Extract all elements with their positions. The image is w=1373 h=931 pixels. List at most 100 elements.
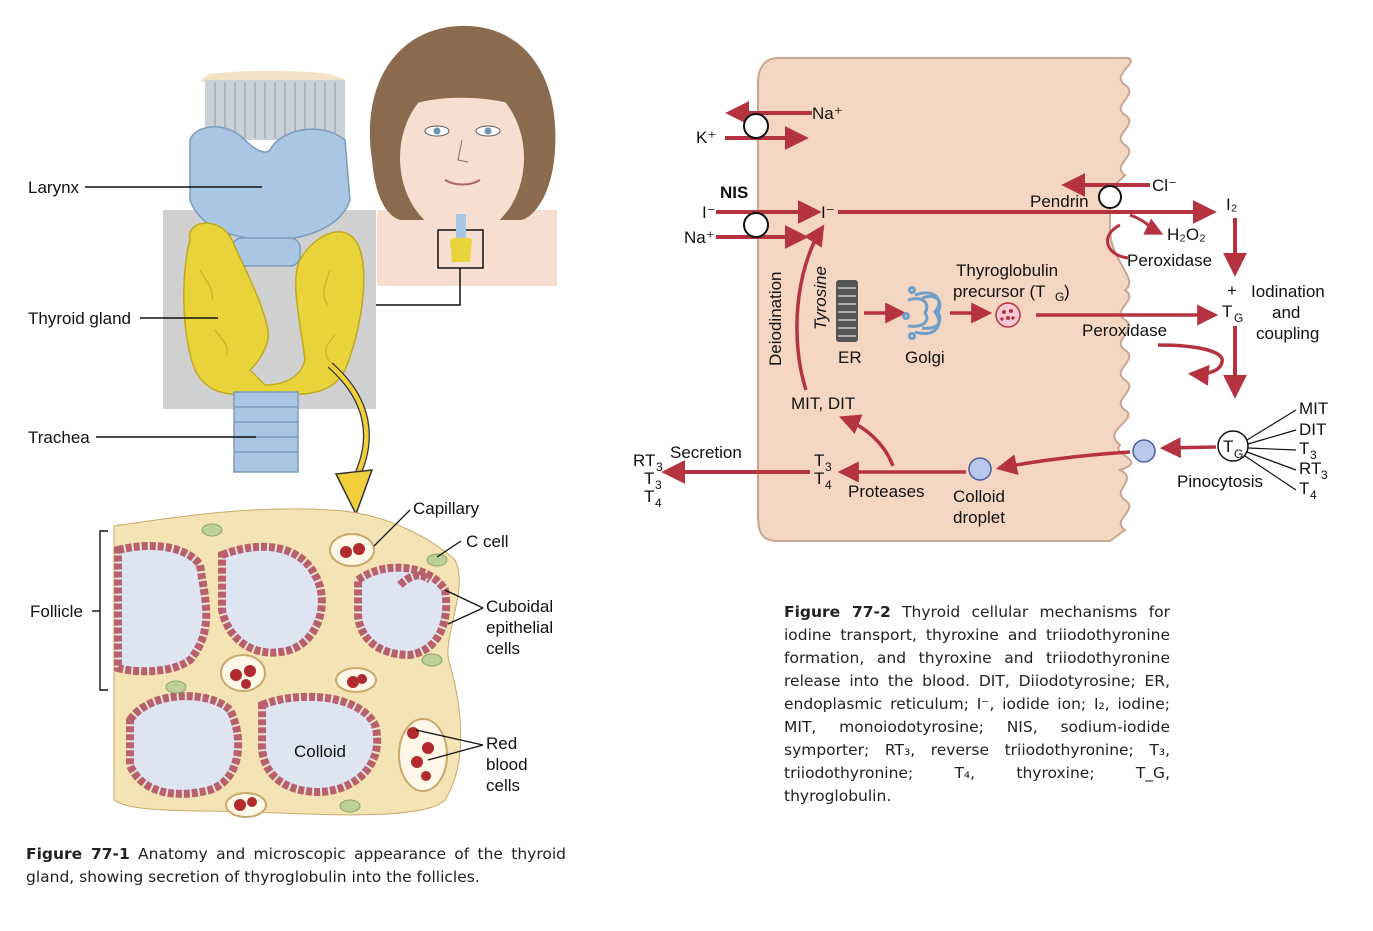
label-tg-t: T (1222, 302, 1232, 321)
label-out-rt3-sub: 3 (656, 460, 663, 474)
capillary-leader (373, 509, 411, 547)
figure-77-1-text: Anatomy and microscopic appearance of th… (26, 845, 566, 886)
label-deiodination: Deiodination (766, 271, 785, 366)
label-out-t4-sub: 4 (655, 496, 662, 510)
label-capillary: Capillary (413, 499, 480, 518)
label-thyroid-gland: Thyroid gland (28, 309, 131, 328)
tg-colloid-circle (1217, 430, 1249, 462)
label-larynx: Larynx (28, 178, 80, 197)
label-thyroglobulin-sub: G (1055, 290, 1064, 304)
label-fan-t4: T (1299, 479, 1309, 498)
label-thyroglobulin-end: ) (1064, 282, 1070, 301)
label-secretion: Secretion (670, 443, 742, 462)
label-blood: blood (486, 755, 528, 774)
label-fan-t3-sub: 3 (1310, 448, 1317, 462)
na-k-pump (743, 113, 769, 139)
label-cells: cells (486, 639, 520, 658)
label-fan-dit: DIT (1299, 420, 1326, 439)
label-thyroglobulin-1: Thyroglobulin (956, 261, 1058, 280)
label-plus: + (1227, 281, 1237, 300)
label-fan-rt3: RT (1299, 459, 1321, 478)
label-fan-t4-sub: 4 (1310, 488, 1317, 502)
label-golgi: Golgi (905, 348, 945, 367)
label-tg-g: G (1234, 311, 1243, 325)
nis-symporter (743, 212, 769, 238)
label-follicle: Follicle (30, 602, 83, 621)
golgi-organelle (902, 286, 942, 340)
label-cuboidal: Cuboidal (486, 597, 553, 616)
label-proteases: Proteases (848, 482, 925, 501)
label-tg-circle-t: T (1223, 437, 1233, 456)
rbc-leader-2 (427, 744, 484, 761)
figure-77-2-text: Thyroid cellular mechanisms for iodine t… (784, 603, 1171, 805)
label-colloid-droplet-1: Colloid (953, 487, 1005, 506)
er-organelle (836, 280, 858, 342)
label-mit-dit: MIT, DIT (791, 394, 855, 413)
proteases-to-mitdit-arrow (839, 414, 895, 467)
figure-77-2-caption: Figure 77-2 Thyroid cellular mechanisms … (784, 601, 1170, 808)
label-k: K⁺ (696, 128, 716, 147)
h2o2-curve (1106, 223, 1129, 260)
label-tyrosine: Tyrosine (811, 266, 830, 330)
c-cell-leader (436, 540, 462, 558)
label-thyroglobulin-2: precursor (T (953, 282, 1046, 301)
figure-77-1-caption: Figure 77-1 Anatomy and microscopic appe… (26, 843, 566, 889)
pinocytosis-vesicle (1132, 439, 1156, 463)
label-in-t4: T (814, 469, 824, 488)
follicle-histology (113, 508, 462, 818)
label-colloid-droplet-2: droplet (953, 508, 1005, 527)
label-iodination: Iodination (1251, 282, 1325, 301)
label-i-in: I⁻ (821, 203, 835, 222)
label-trachea: Trachea (28, 428, 90, 447)
thyroid-gland-illustration (183, 222, 365, 395)
face-portrait (369, 25, 557, 286)
label-rbc-cells: cells (486, 776, 520, 795)
label-i2: I₂ (1226, 195, 1237, 214)
label-colloid: Colloid (294, 742, 346, 761)
peroxidase-return-curve (1157, 343, 1224, 386)
label-in-t3-sub: 3 (825, 460, 832, 474)
label-pendrin: Pendrin (1030, 192, 1089, 211)
label-epithelial: epithelial (486, 618, 553, 637)
label-out-t3: T (644, 469, 654, 488)
figure-77-1-number: Figure 77-1 (26, 845, 130, 863)
cuboidal-leader-2 (447, 607, 484, 625)
label-and: and (1272, 303, 1300, 322)
label-in-t3: T (814, 451, 824, 470)
label-nis: NIS (720, 183, 748, 202)
label-tg-circle-g: G (1234, 447, 1243, 461)
label-out-t4: T (644, 487, 654, 506)
label-fan-t3: T (1299, 439, 1309, 458)
trachea-illustration (233, 391, 299, 473)
connector-line (376, 268, 461, 306)
label-i-out: I⁻ (702, 203, 716, 222)
label-h2o2: H₂O₂ (1167, 225, 1206, 244)
colloid-droplet (968, 457, 992, 481)
label-out-t3-sub: 3 (655, 478, 662, 492)
label-in-t4-sub: 4 (825, 478, 832, 492)
label-na-nis: Na⁺ (684, 228, 715, 247)
larynx-illustration (189, 71, 351, 267)
label-red: Red (486, 734, 517, 753)
label-coupling: coupling (1256, 324, 1319, 343)
thyroglobulin-vesicle (995, 302, 1021, 328)
pendrin-transporter (1098, 185, 1122, 209)
label-cl: Cl⁻ (1152, 176, 1177, 195)
figure-77-2: Na⁺ K⁺ NIS I⁻ Na⁺ I⁻ I₂ Cl⁻ Pendrin H₂O₂… (633, 57, 1328, 542)
label-peroxidase-2: Peroxidase (1082, 321, 1167, 340)
label-c-cell: C cell (466, 532, 509, 551)
pinocytosis-arrow (995, 450, 1131, 476)
rbc-leader-1 (415, 729, 484, 746)
cuboidal-leader-1 (444, 589, 484, 609)
label-fan-rt3-sub: 3 (1321, 468, 1328, 482)
label-fan-mit: MIT (1299, 399, 1328, 418)
label-na-top: Na⁺ (812, 104, 843, 123)
deiodination-arrow (795, 224, 825, 391)
figure-77-1: Larynx Thyroid gland Trachea (28, 25, 557, 818)
label-pinocytosis: Pinocytosis (1177, 472, 1263, 491)
tg-uptake-arrow (1159, 437, 1217, 459)
fan-lines (1244, 409, 1297, 491)
figure-77-2-number: Figure 77-2 (784, 603, 891, 621)
label-er: ER (838, 348, 862, 367)
